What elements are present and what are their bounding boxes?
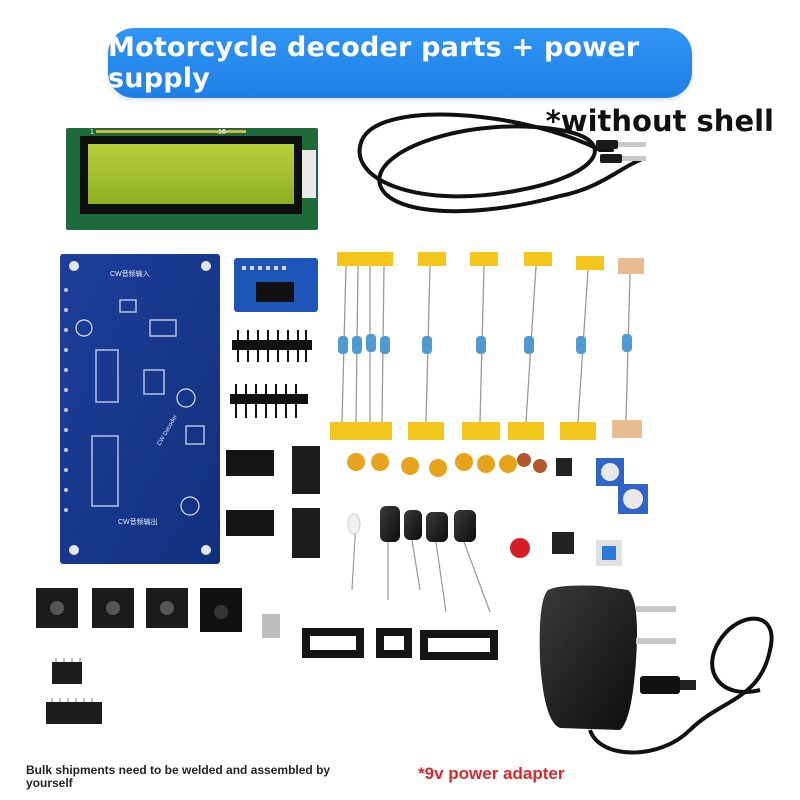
resistor-set xyxy=(330,252,644,440)
title-banner: Motorcycle decoder parts + power supply xyxy=(108,28,692,98)
bulk-shipment-note: Bulk shipments need to be welded and ass… xyxy=(26,763,331,790)
power-adapter-note: *9v power adapter xyxy=(418,764,565,783)
without-shell-note: *without shell xyxy=(545,104,774,138)
banner-title: Motorcycle decoder parts + power supply xyxy=(108,32,640,94)
pin-headers xyxy=(226,330,320,558)
ic-adapter-board xyxy=(234,258,318,312)
lcd-module: 1 16 xyxy=(66,128,318,230)
ic-chips xyxy=(46,658,102,724)
audio-cable xyxy=(357,112,642,214)
electrolytic-capacitors xyxy=(347,506,491,613)
push-buttons xyxy=(510,532,622,566)
pcb-output-label: CW音频输出 xyxy=(118,517,158,526)
pcb-input-label: CW音频输入 xyxy=(110,269,150,278)
capacitors-and-pots xyxy=(347,453,648,514)
audio-plug-icon xyxy=(596,140,646,163)
decoder-pcb: CW音频输入 CW音频输出 CW Decoder xyxy=(60,254,220,564)
power-adapter xyxy=(539,585,774,755)
lcd-pin-16-label: 16 xyxy=(218,129,226,136)
audio-jacks xyxy=(36,588,280,638)
lcd-pin-1-label: 1 xyxy=(90,129,94,136)
